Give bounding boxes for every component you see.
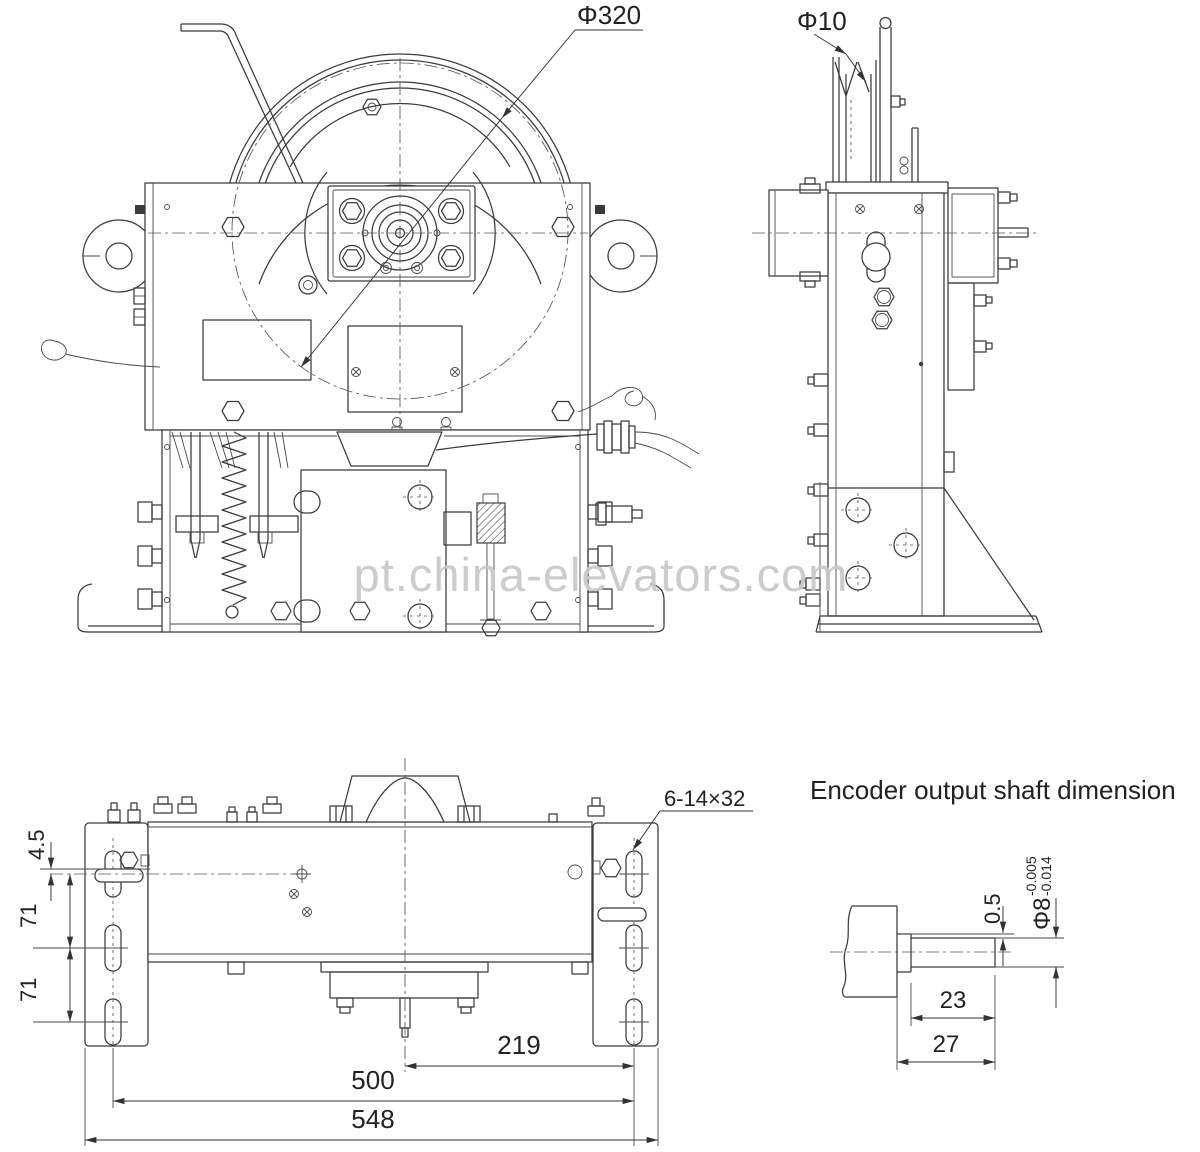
dim-bracket-offset-label: 4.5	[24, 829, 49, 860]
sheave-face-nut	[362, 98, 382, 116]
encoder-detail: Encoder output shaft dimension 0.5	[810, 775, 1176, 1070]
lifting-eyebolt-right	[584, 219, 658, 293]
plate-cutout-right	[347, 325, 463, 413]
machine-body-top	[147, 821, 593, 963]
encoder-detail-title: Encoder output shaft dimension	[810, 775, 1176, 805]
side-bolts-left	[137, 501, 163, 610]
dim-total-length-label: 27	[933, 1031, 960, 1058]
top-edge-bolts	[107, 796, 605, 823]
mounting-bracket-left	[84, 822, 149, 1047]
lifting-eyebolt-left	[82, 219, 156, 293]
handle-slot	[861, 231, 891, 283]
dim-shaft-length: 23	[910, 975, 996, 1070]
sheave-rim-edge	[832, 57, 877, 182]
brake-assembly	[137, 429, 613, 637]
support-gusset	[815, 487, 1043, 633]
dim-center-to-slot: 219	[405, 1030, 635, 1146]
dim-shaft-length-label: 23	[940, 987, 967, 1014]
dim-slot-pitch-upper-label: 71	[16, 904, 41, 928]
dim-slot-span: 500	[112, 1048, 634, 1108]
pitch-circle-dashed	[231, 62, 569, 400]
dim-step: 0.5	[897, 893, 1064, 966]
encoder-box	[320, 961, 489, 1038]
dim-shaft-diameter: Φ8 -0.005 -0.014	[995, 856, 1064, 1008]
dim-sheave-diameter: Φ320	[300, 0, 643, 368]
body-left-bolts	[799, 373, 829, 607]
lever-left	[40, 339, 161, 368]
cable-gland	[596, 420, 700, 469]
dim-total-length: 27	[896, 997, 995, 1070]
dim-overall-width: 548	[84, 1048, 659, 1146]
label-slots-text: 6-14×32	[664, 786, 745, 811]
front-view: Φ320	[40, 0, 700, 637]
side-view: Φ10	[752, 6, 1043, 633]
dim-slot-span-label: 500	[351, 1065, 394, 1095]
dim-rope-groove: Φ10	[797, 6, 867, 83]
adjuster-bolt-right	[595, 502, 643, 526]
dim-slot-pitch-upper: 71	[16, 874, 110, 949]
dim-shaft-tol-lower: -0.014	[1038, 856, 1054, 896]
dim-center-to-slot-label: 219	[497, 1030, 540, 1060]
dim-step-label: 0.5	[980, 893, 1005, 924]
dim-bracket-offset: 4.5	[24, 829, 150, 901]
dim-sheave-diameter-label: Φ320	[577, 0, 641, 30]
gearbox-cover	[947, 187, 1029, 284]
dim-rope-groove-label: Φ10	[797, 6, 847, 36]
mounting-foot-left	[77, 583, 164, 633]
brake-rod	[190, 432, 269, 559]
dim-slot-pitch-lower-label: 71	[16, 978, 41, 1002]
plate-cutout-left	[202, 319, 312, 381]
brake-spring	[221, 431, 247, 619]
top-view: 4.5 71 71 219 500 548	[16, 758, 753, 1146]
mounting-foot-right	[578, 583, 665, 633]
dim-shaft-tol-upper: -0.005	[1023, 856, 1039, 896]
side-bolts-right	[587, 501, 613, 610]
dim-overall-width-label: 548	[351, 1104, 394, 1134]
watermark: pt.china-elevators.com	[354, 548, 849, 601]
wire-curl	[577, 387, 656, 421]
dim-slot-pitch-lower: 71	[16, 948, 110, 1023]
dim-shaft-diameter-label: Φ8	[1029, 898, 1056, 931]
label-slots: 6-14×32	[632, 786, 753, 851]
center-flange	[327, 185, 476, 282]
rope-guard-rod	[879, 16, 919, 182]
release-lever-rod	[180, 23, 304, 184]
